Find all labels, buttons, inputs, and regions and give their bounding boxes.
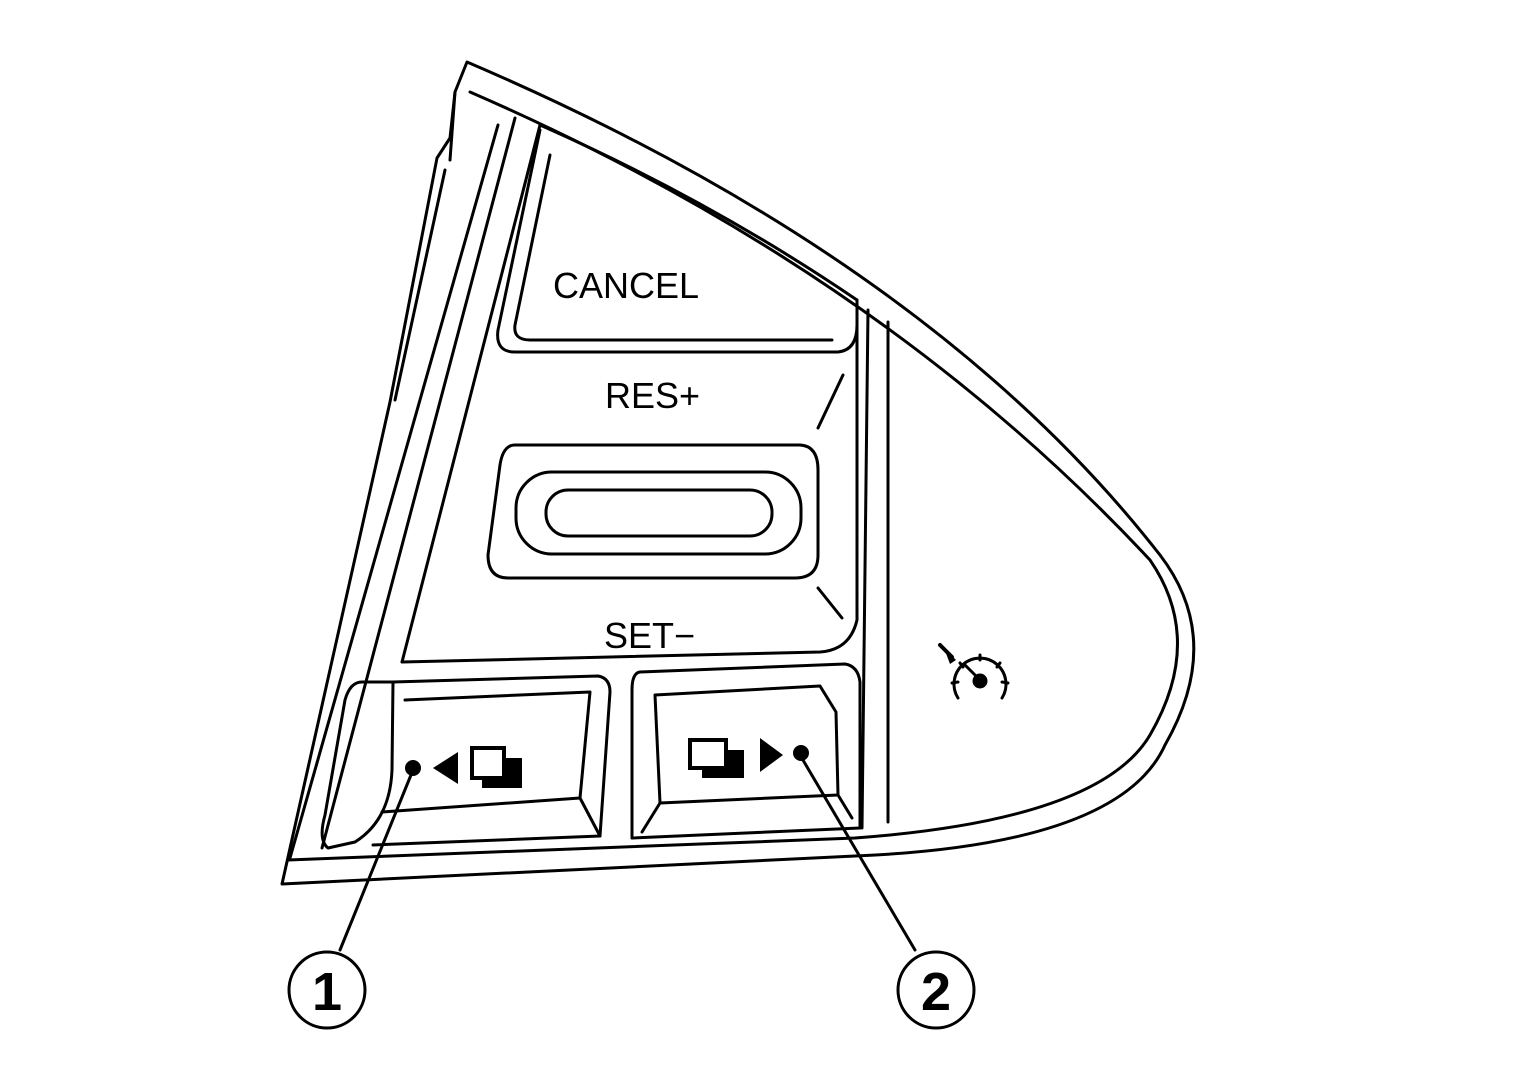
- callout-2-circle: [896, 950, 976, 1030]
- prev-display-button-inner: [380, 690, 592, 814]
- callout-1-number: 1: [312, 962, 342, 1022]
- callout-1-dot: [405, 760, 421, 776]
- set-label: SET−: [604, 615, 695, 656]
- cruise-control-speedometer-icon: [938, 643, 1010, 700]
- cruise-panel: [400, 123, 859, 664]
- cancel-button-outline: [496, 128, 859, 354]
- bezel-strip: [393, 168, 447, 402]
- bezel-strip: [448, 90, 457, 162]
- cancel-button-inner: [513, 153, 834, 342]
- res-label: RES+: [605, 375, 700, 416]
- button-bevel: [836, 793, 854, 820]
- housing-outline: [280, 60, 1196, 886]
- left-trim-pad: [320, 680, 395, 850]
- callout-2-leader: [798, 753, 917, 952]
- bezel-strip: [288, 123, 500, 860]
- housing-inner-outline: [286, 90, 1179, 862]
- rocker-outline: [486, 443, 820, 580]
- double-square-triangle-right-icon: [688, 738, 783, 778]
- rocker-tick: [816, 373, 845, 430]
- cancel-label: CANCEL: [553, 265, 699, 306]
- callout-2-dot: [793, 745, 809, 761]
- triangle-left-double-square-icon: [433, 746, 522, 788]
- callout-1-circle: [287, 950, 367, 1030]
- bezel-strip: [400, 123, 542, 664]
- callout-2-number: 2: [921, 962, 951, 1022]
- prev-display-button-outline[interactable]: [371, 674, 612, 847]
- callout-1-leader: [338, 768, 415, 952]
- next-display-button-outline[interactable]: [630, 662, 862, 840]
- rocker-tick: [816, 586, 844, 620]
- rocker-inner: [514, 470, 803, 556]
- panel-divider: [860, 308, 870, 830]
- next-display-button-inner: [653, 684, 840, 805]
- bezel-strip: [320, 116, 517, 850]
- rocker-core: [544, 488, 774, 538]
- button-bevel: [640, 801, 662, 834]
- button-bevel: [578, 796, 602, 838]
